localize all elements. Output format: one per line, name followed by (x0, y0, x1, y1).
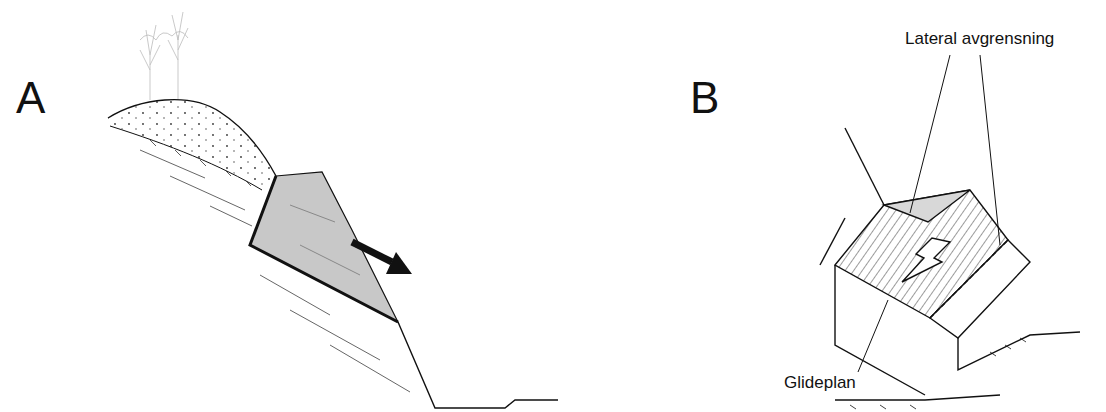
slope-profile (398, 322, 558, 408)
block-boundary (250, 176, 398, 322)
soil-layer (108, 100, 276, 190)
part-label: Glideplan (784, 374, 856, 393)
panel-letter: B (690, 74, 719, 122)
glide-arrow (902, 238, 950, 282)
block-diagram (820, 128, 1080, 409)
leader-lines (858, 55, 1000, 372)
movement-arrow (352, 242, 412, 274)
sliding-block (250, 172, 398, 322)
trees (140, 12, 188, 100)
part-label: Lateral avgrensning (905, 30, 1054, 49)
panel-letter: A (16, 74, 45, 122)
bedrock-lines (140, 150, 410, 392)
